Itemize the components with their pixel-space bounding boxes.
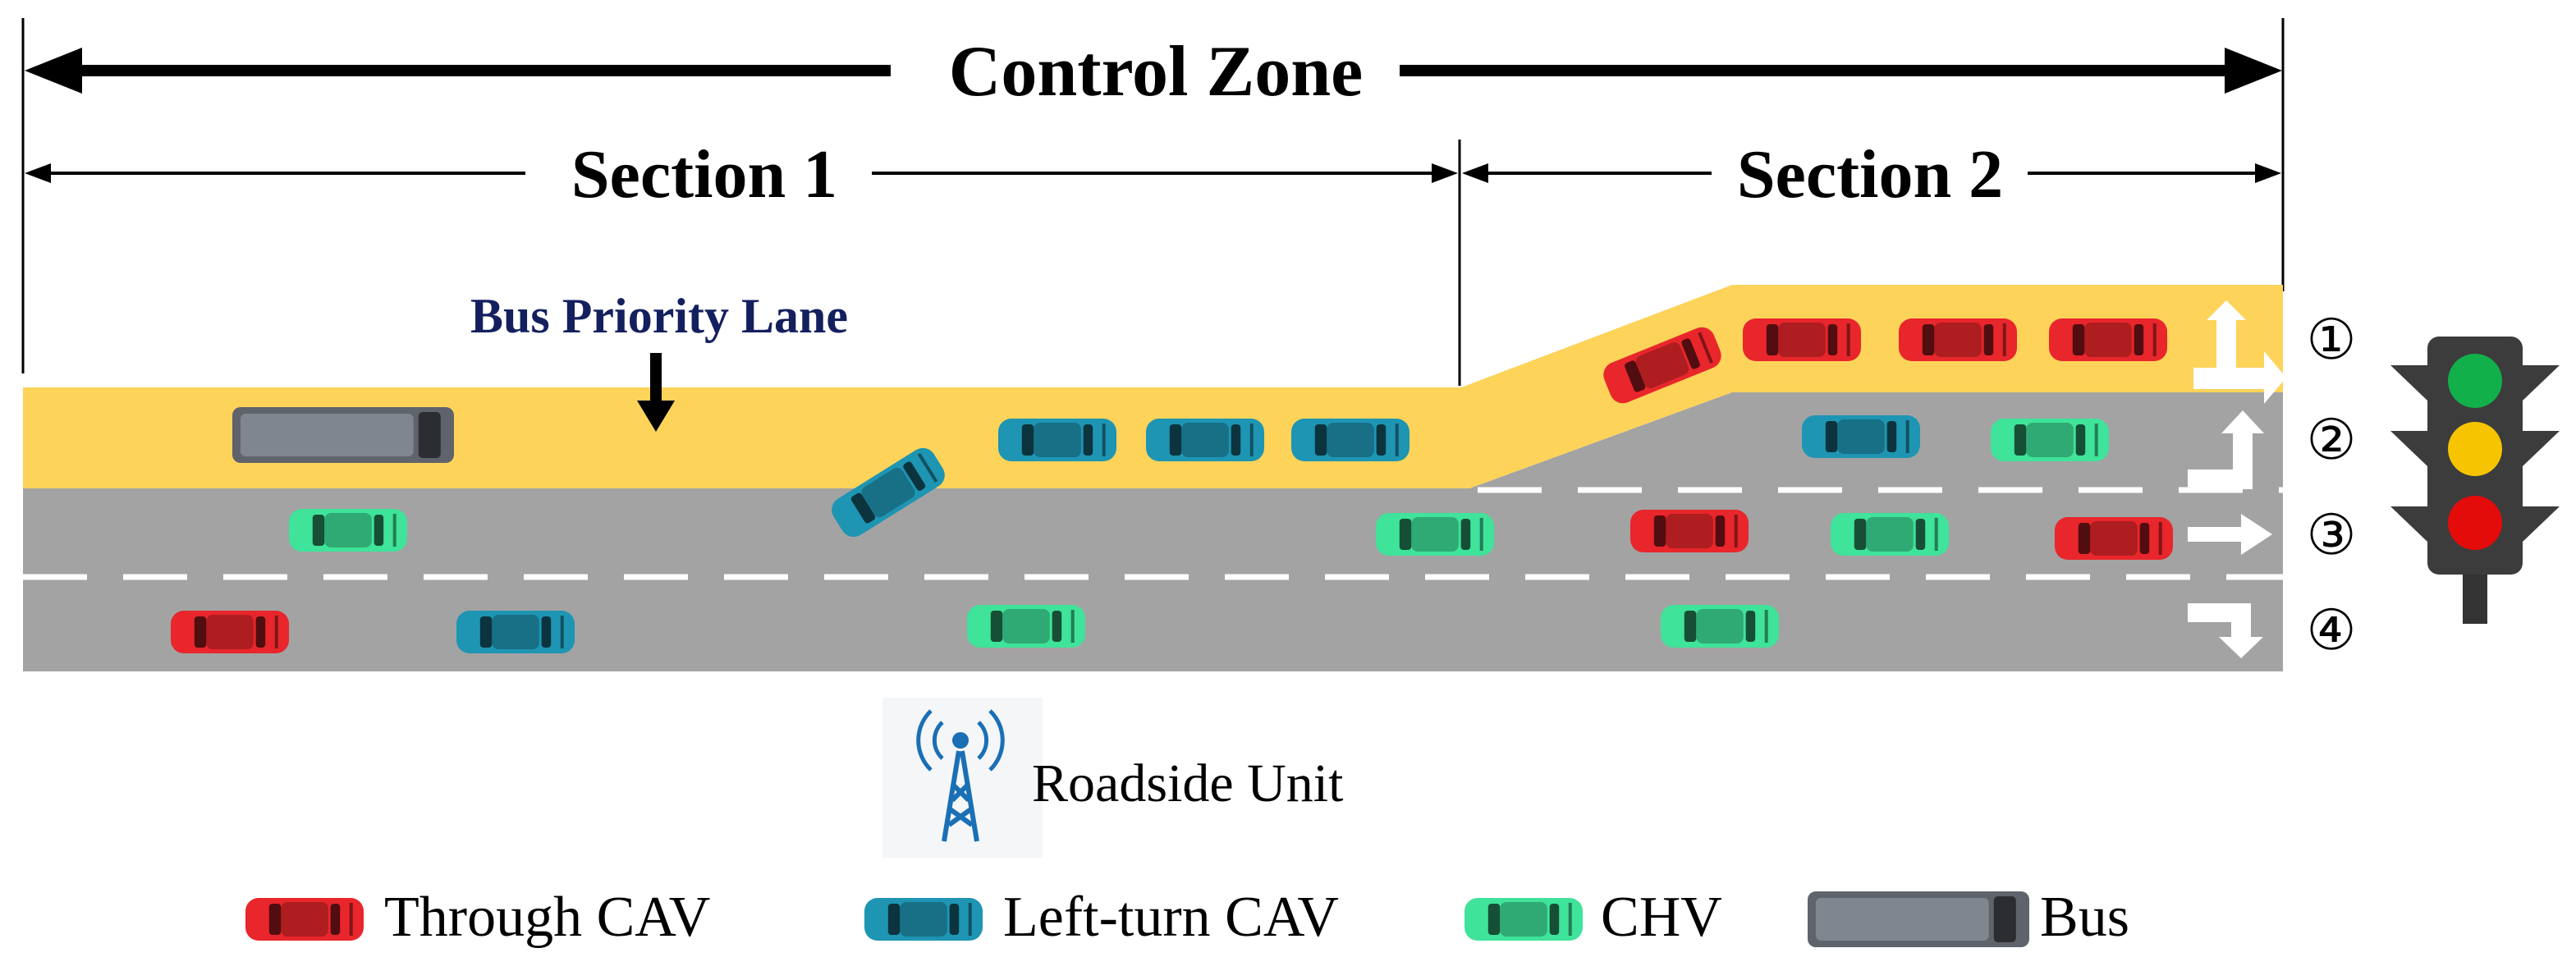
control-zone-label: Control Zone bbox=[949, 32, 1363, 112]
chv bbox=[1661, 605, 1779, 648]
red-light bbox=[2448, 496, 2502, 550]
bus-vehicle bbox=[232, 407, 454, 463]
through-cav bbox=[2049, 318, 2167, 361]
legend-left-turn-cav-icon bbox=[864, 898, 983, 941]
through-arrow-lane-3 bbox=[2188, 514, 2272, 555]
chv bbox=[1991, 419, 2109, 461]
chv bbox=[967, 605, 1085, 648]
lane-number-1: ① bbox=[2307, 309, 2357, 371]
section-2-dimension: Section 2 bbox=[1462, 136, 2281, 213]
legend: Through CAV Left-turn CAV CHV Bus bbox=[245, 886, 2129, 949]
roadside-unit-label: Roadside Unit bbox=[1032, 753, 1343, 813]
lane-number-2: ② bbox=[2307, 409, 2357, 471]
chv bbox=[1376, 513, 1494, 556]
through-left-arrow-lane-1 bbox=[2193, 300, 2286, 404]
green-light bbox=[2448, 354, 2502, 408]
lane-number-4: ④ bbox=[2307, 599, 2357, 662]
section-1-label: Section 1 bbox=[571, 136, 837, 213]
left-turn-arrow-lane-2 bbox=[2188, 410, 2264, 489]
traffic-light-icon bbox=[2390, 337, 2560, 624]
lane-numbers: ① ② ③ ④ bbox=[2307, 309, 2357, 662]
roadside-unit-icon bbox=[882, 698, 1043, 858]
control-zone-right-arrowhead bbox=[2225, 48, 2282, 94]
bus-priority-lane bbox=[23, 285, 2283, 488]
left-turn-cav bbox=[456, 611, 575, 653]
left-turn-cav bbox=[998, 419, 1116, 461]
left-turn-cav bbox=[832, 447, 945, 538]
through-cav bbox=[1630, 510, 1749, 552]
right-turn-arrow-lane-4 bbox=[2188, 603, 2263, 658]
through-cav bbox=[1603, 327, 1721, 404]
legend-bus-label: Bus bbox=[2040, 886, 2129, 949]
through-cav bbox=[171, 611, 289, 653]
section-2-label: Section 2 bbox=[1737, 136, 2003, 213]
vehicles bbox=[171, 318, 2173, 653]
legend-left-turn-cav-label: Left-turn CAV bbox=[1003, 886, 1339, 949]
through-cav bbox=[1743, 318, 1861, 361]
control-zone-left-arrowhead bbox=[25, 48, 82, 94]
legend-chv-icon bbox=[1464, 898, 1583, 941]
chv bbox=[289, 509, 407, 552]
bus-priority-lane-label: Bus Priority Lane bbox=[470, 289, 848, 343]
legend-through-cav-label: Through CAV bbox=[384, 886, 710, 949]
lane-number-3: ③ bbox=[2307, 504, 2357, 566]
control-zone-dimension: Control Zone bbox=[21, 18, 2285, 386]
yellow-light bbox=[2448, 422, 2502, 476]
left-turn-cav bbox=[1146, 419, 1264, 461]
down-arrow-icon bbox=[637, 353, 675, 432]
left-turn-cav bbox=[1291, 419, 1409, 461]
legend-bus-icon bbox=[1808, 891, 2029, 947]
through-cav bbox=[1899, 318, 2017, 361]
chv bbox=[1831, 513, 1949, 556]
legend-through-cav-icon bbox=[245, 898, 364, 941]
legend-chv-label: CHV bbox=[1601, 886, 1722, 949]
left-turn-cav bbox=[1802, 415, 1920, 458]
through-cav bbox=[2055, 517, 2173, 560]
section-1-dimension: Section 1 bbox=[25, 136, 1458, 213]
